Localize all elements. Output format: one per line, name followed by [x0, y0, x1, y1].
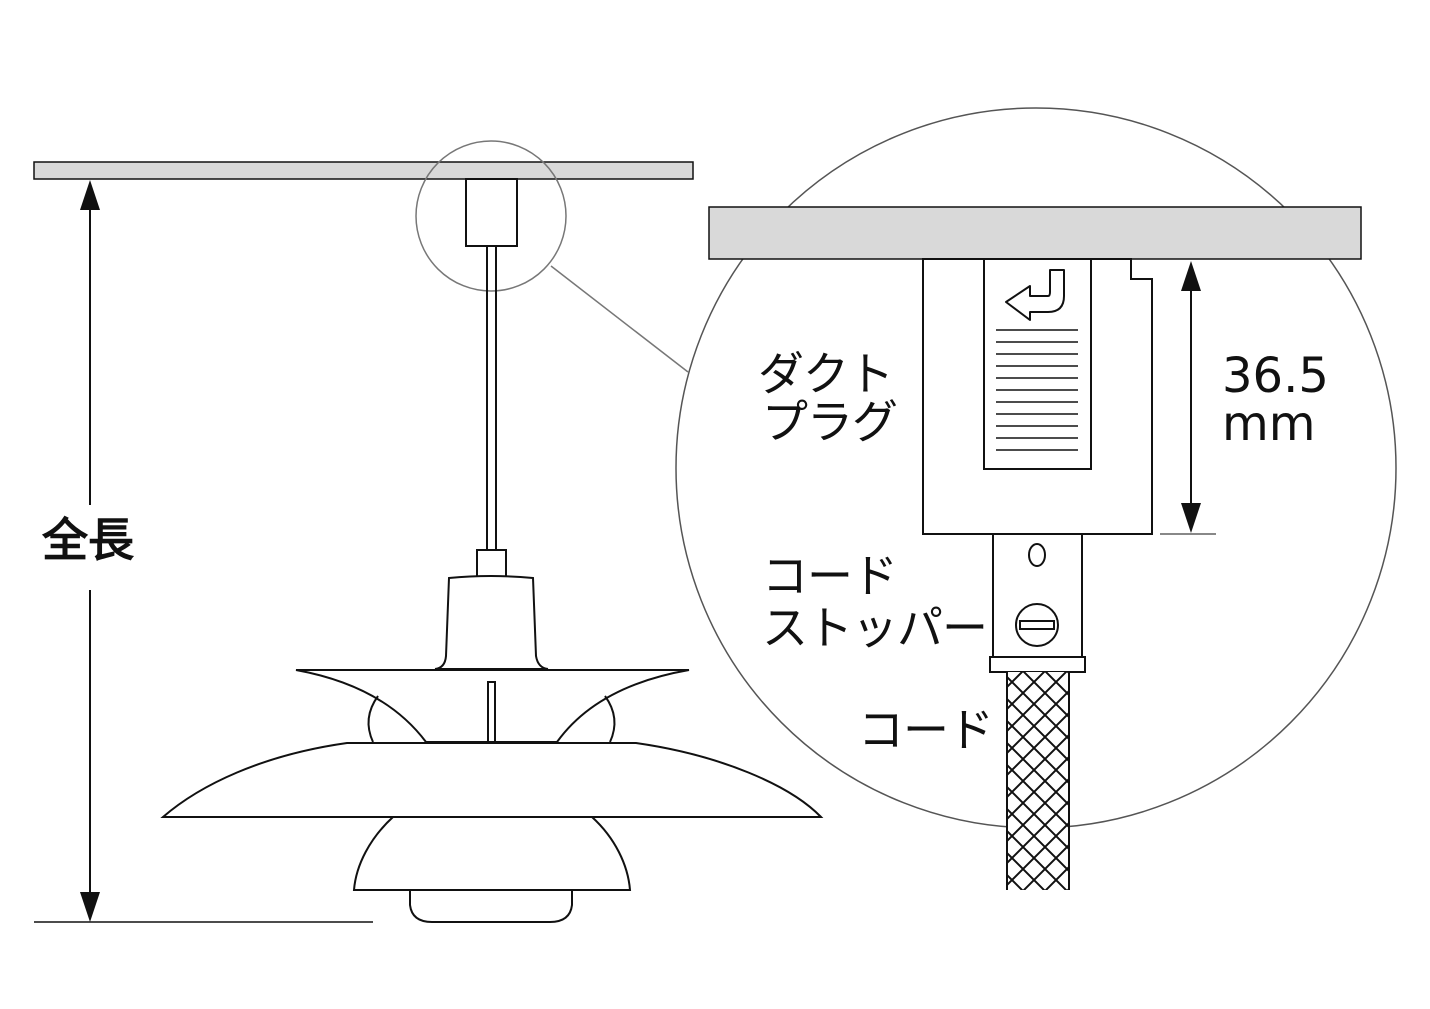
lamp-socket-body	[434, 575, 549, 670]
cord-stopper-label-line2: ストッパー	[762, 601, 987, 655]
plug-height-arrow	[1160, 261, 1216, 535]
lamp-bottom-shade	[352, 816, 632, 891]
lamp-cord	[486, 246, 497, 552]
return-arrow-icon	[1005, 269, 1065, 321]
duct-plug-label-line1: ダクト	[758, 347, 893, 401]
braided-cord	[1006, 672, 1070, 890]
lamp-center-rod	[487, 681, 496, 743]
label-plate-lines	[996, 329, 1078, 451]
lamp-inner-contour-right	[604, 695, 616, 743]
zoom-source-circle	[415, 140, 567, 292]
ceiling-bar-right	[708, 206, 1362, 260]
duct-plug-label-line2: プラグ	[762, 395, 897, 449]
lamp-inner-contour-left	[367, 695, 379, 743]
lamp-bottom-bowl	[409, 889, 573, 923]
lamp-middle-shade	[160, 742, 824, 818]
ceiling-bar-left	[33, 161, 694, 180]
cord-label: コード	[858, 703, 993, 757]
total-length-label: 全長	[41, 513, 135, 567]
stopper-screw-icon	[1015, 603, 1059, 647]
cord-stopper-label-line1: コード	[762, 549, 897, 603]
stopper-hole	[1028, 543, 1046, 567]
dimension-value: 36.5	[1222, 348, 1329, 404]
cord-stopper-base	[989, 656, 1086, 673]
dimension-unit: mm	[1222, 396, 1316, 452]
total-length-arrow	[80, 180, 100, 922]
zoom-connector-line	[550, 265, 689, 373]
lamp-socket-top	[476, 549, 507, 579]
duct-plug-label-plate	[983, 258, 1092, 470]
duct-plug-small	[465, 178, 518, 247]
